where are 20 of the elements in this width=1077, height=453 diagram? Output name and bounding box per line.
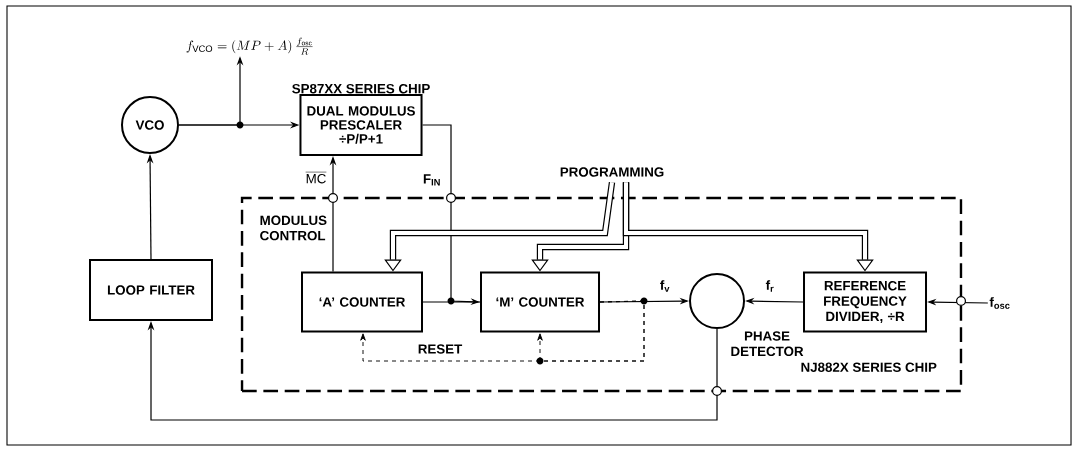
counter-box: ‘A’ COUNTER bbox=[301, 271, 423, 333]
reset-line bbox=[537, 300, 645, 362]
mc-label: $\overline{\mathrm{MC}}$ bbox=[305, 172, 327, 184]
formula: $f_{\mathrm{VCO}} = (MP+A)\,\frac{f_{\mathrm{osc}}}{R}$ bbox=[186, 37, 313, 55]
filter-box: LOOP FILTER bbox=[89, 259, 213, 321]
input-label: f$_{osc}$ bbox=[989, 297, 1010, 309]
detector-label: PHASE DETECTOR bbox=[731, 331, 804, 357]
edge-label: RESET bbox=[416, 342, 464, 356]
prescaler-box: DUAL MODULUS PRESCALER ÷P/P+1 bbox=[299, 94, 423, 156]
chip-label: SP87XX SERIES CHIP bbox=[292, 83, 430, 94]
pin-label: F$_{IN}$ bbox=[423, 174, 440, 186]
edge-label: f$_{r}$ bbox=[764, 278, 776, 294]
control-label: MODULUS CONTROL bbox=[260, 215, 327, 241]
signal-line bbox=[422, 301, 481, 303]
chip-label: NJ882X SERIES CHIP bbox=[801, 362, 937, 372]
counter-box: ‘M’ COUNTER bbox=[480, 271, 600, 333]
bus-label: PROGRAMMING bbox=[560, 167, 664, 177]
edge-label: f$_{v}$ bbox=[658, 278, 672, 294]
bus-arrow bbox=[622, 182, 874, 272]
bus-arrow bbox=[384, 181, 616, 272]
